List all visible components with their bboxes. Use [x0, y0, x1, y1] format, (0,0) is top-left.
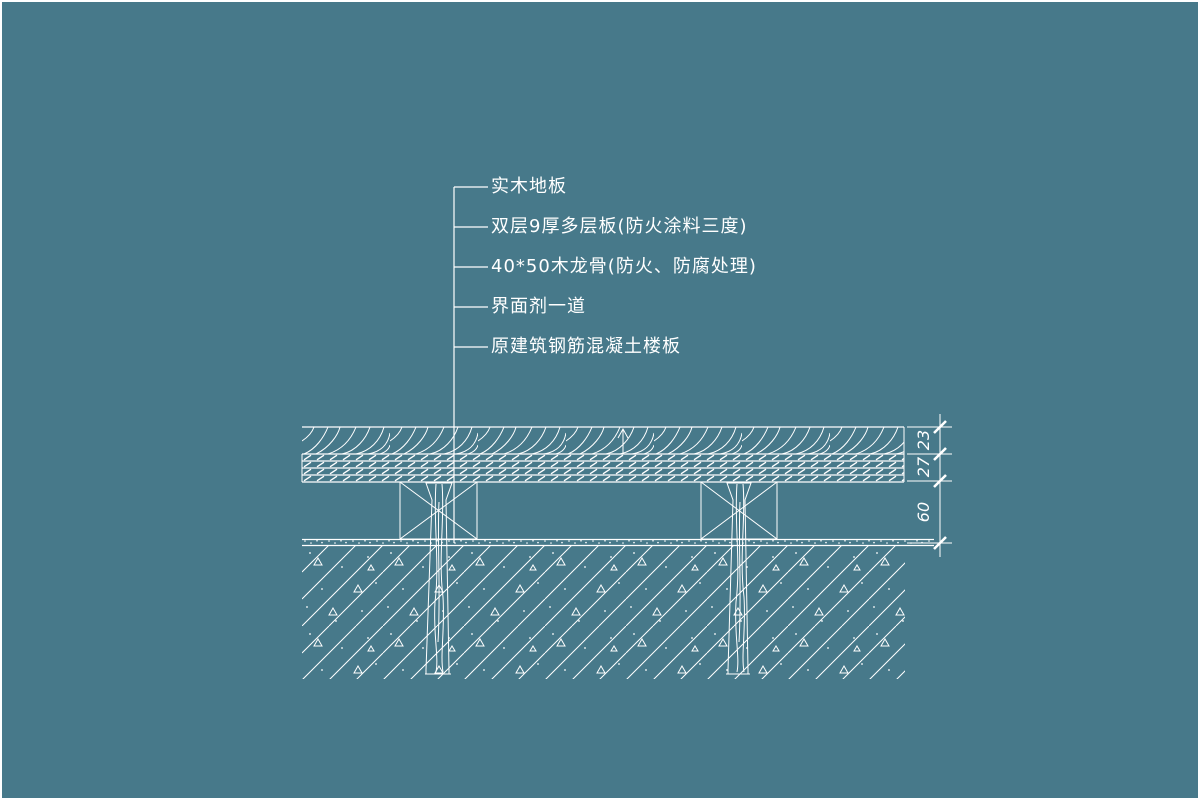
wood-floor-layer [302, 426, 904, 455]
dim-value-60: 60 [914, 502, 933, 522]
concrete-slab [302, 545, 905, 679]
callout-leader-lines [453, 186, 488, 543]
callout-interface-agent: 界面剂一道 [491, 296, 586, 317]
dimension-ticks [933, 420, 947, 550]
callout-concrete-slab: 原建筑钢筋混凝土楼板 [491, 336, 681, 357]
dimension-chain: 23 27 60 [907, 414, 952, 557]
callout-plywood: 双层9厚多层板(防火涂料三度) [491, 216, 748, 237]
dim-value-27: 27 [914, 456, 933, 477]
interface-agent-line [302, 538, 934, 547]
callout-wood-floor: 实木地板 [491, 176, 567, 197]
dim-value-23: 23 [914, 430, 933, 450]
floorboard-seam-mark [617, 427, 629, 453]
plywood-layer [301, 427, 905, 483]
callout-wood-joist: 40*50木龙骨(防火、防腐处理) [491, 256, 757, 277]
